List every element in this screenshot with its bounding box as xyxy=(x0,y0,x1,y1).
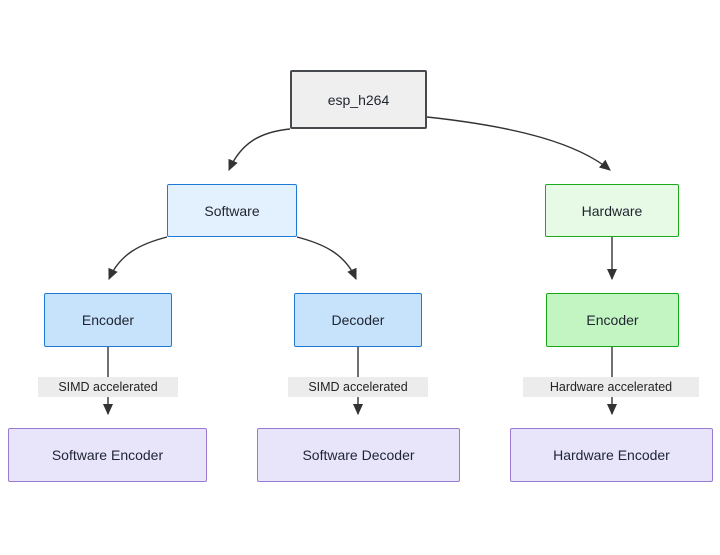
edge-root-to-hardware xyxy=(426,116,611,171)
node-software-encoder-output[interactable]: Software Encoder xyxy=(8,428,207,482)
edge-label-simd-decoder: SIMD accelerated xyxy=(288,377,428,397)
node-software-decoder-stage[interactable]: Decoder xyxy=(294,293,422,347)
node-label: Hardware Encoder xyxy=(553,447,670,463)
edge-label-text: Hardware accelerated xyxy=(549,379,673,394)
edge-label-text: SIMD accelerated xyxy=(308,379,408,394)
node-label: Hardware xyxy=(581,202,643,219)
node-software[interactable]: Software xyxy=(167,184,297,237)
node-label: Encoder xyxy=(586,312,639,328)
node-esp-h264[interactable]: esp_h264 xyxy=(290,70,427,129)
node-label: esp_h264 xyxy=(327,91,390,108)
edge-root-to-software xyxy=(228,128,291,172)
node-label: Software Encoder xyxy=(51,447,164,463)
node-software-encoder-stage[interactable]: Encoder xyxy=(44,293,172,347)
node-label: Software Decoder xyxy=(302,447,415,463)
edge-label-hardware-accelerated: Hardware accelerated xyxy=(523,377,699,397)
node-label: Encoder xyxy=(81,312,135,328)
node-hardware-encoder-stage[interactable]: Encoder xyxy=(546,293,679,347)
edge-label-text: SIMD accelerated xyxy=(58,379,158,394)
edge-software-to-encoder xyxy=(108,236,168,281)
node-software-decoder-output[interactable]: Software Decoder xyxy=(257,428,460,482)
node-hardware[interactable]: Hardware xyxy=(545,184,679,237)
node-hardware-encoder-output[interactable]: Hardware Encoder xyxy=(510,428,713,482)
edge-label-simd-encoder: SIMD accelerated xyxy=(38,377,178,397)
node-label: Decoder xyxy=(331,312,385,328)
edge-software-to-decoder xyxy=(296,236,357,281)
node-label: Software xyxy=(204,202,260,219)
